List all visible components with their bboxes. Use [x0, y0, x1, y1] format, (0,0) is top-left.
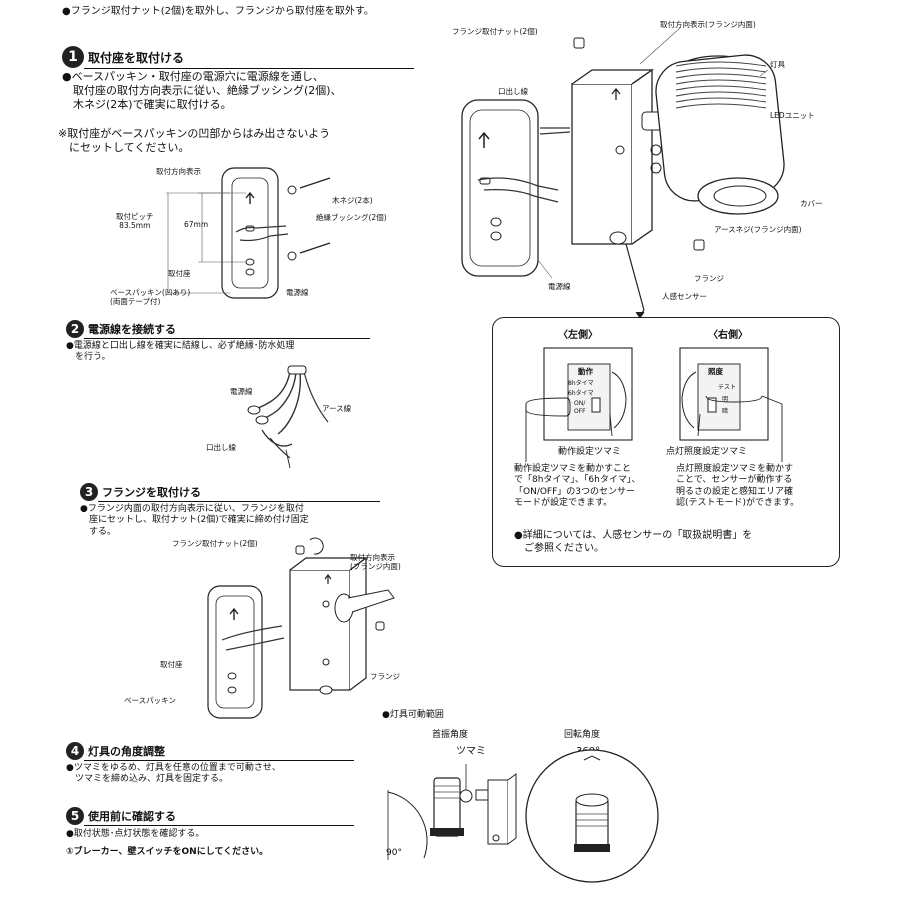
s3-label-flange: フランジ [370, 672, 400, 681]
callout-left-knob: 動作設定ツマミ [558, 447, 622, 457]
step3-title: フランジを取付ける [102, 486, 201, 499]
step5-title: 使用前に確認する [88, 810, 176, 823]
top-label-earth-screw: アースネジ(フランジ内面) [714, 225, 802, 234]
top-label-fixture: 灯具 [770, 60, 785, 69]
s1-label-dim: 67mm [184, 220, 209, 229]
callout-left-title: 〈左側〉 [558, 330, 598, 341]
callout-right-title: 〈右側〉 [708, 330, 748, 341]
step1-body: ●ベースパッキン・取付座の電源穴に電源線を通し、 取付座の取付方向表示に従い、絶… [62, 70, 342, 111]
callout-detail: ●詳細については、人感センサーの「取扱説明書」を ご参照ください。 [514, 530, 753, 554]
top-label-nut: フランジ取付ナット(2個) [452, 27, 538, 36]
top-label-led: LEDユニット [770, 111, 815, 120]
callout-right-panel-l1: テスト [718, 384, 737, 391]
step4-underline [84, 760, 354, 761]
s2-label-earth: アース線 [322, 404, 352, 413]
top-label-cover: カバー [800, 199, 823, 208]
step3-body: ●フランジ内面の取付方向表示に従い、フランジを取付 座にセットし、取付ナット(2… [80, 504, 309, 537]
step1-header: 1 取付座を取付ける [62, 46, 184, 68]
s1-label-cable: 電源線 [286, 288, 309, 297]
step4-title: 灯具の角度調整 [88, 745, 165, 758]
callout-left-panel-l3: ON/ OFF [574, 400, 586, 415]
top-label-flange: フランジ [694, 274, 724, 283]
callout-left-desc: 動作設定ツマミを動かすこと で「8hタイマ」、「6hタイマ」、 「ON/OFF」… [514, 464, 641, 508]
top-label-lead: 口出し線 [498, 87, 528, 96]
s1-label-packing: ベースパッキン(凹あり) (両面テープ付) [110, 288, 191, 307]
step5-body: ●取付状態･点灯状態を確認する。 [66, 829, 205, 839]
callout-left-panel-l2: 6hタイマ [568, 390, 594, 397]
step1-title: 取付座を取付ける [88, 50, 185, 65]
step2-title: 電源線を接続する [88, 323, 176, 336]
step2-body: ●電源線と口出し線を確実に結線し、必ず絶縁･防水処理 を行う。 [66, 341, 295, 363]
step4-number: 4 [66, 742, 84, 760]
step4-body: ●ツマミをゆるめ、灯具を任意の位置まで可動させ、 ツマミを締め込み、灯具を固定す… [66, 763, 281, 785]
callout-right-panel-head: 照度 [708, 367, 723, 376]
s2-label-cable: 電源線 [230, 387, 253, 396]
movable-tilt-angle: 90° [386, 848, 402, 858]
s1-label-bushing: 絶縁ブッシング(2個) [316, 213, 387, 222]
s3-label-nut: フランジ取付ナット(2個) [172, 539, 258, 548]
movable-title: ●灯具可動範囲 [382, 710, 444, 720]
step1-number: 1 [62, 46, 84, 68]
intro-text: ●フランジ取付ナット(2個)を取外し、フランジから取付座を取外す。 [62, 6, 374, 17]
step5-header: 5 使用前に確認する [66, 807, 176, 825]
s2-label-lead: 口出し線 [206, 443, 236, 452]
callout-right-panel-l2: 明 [722, 396, 729, 403]
step4-header: 4 灯具の角度調整 [66, 742, 165, 760]
s3-label-direction: 取付方向表示 (フランジ内面) [350, 553, 401, 572]
s1-label-pitch: 取付ピッチ 83.5mm [116, 212, 154, 231]
callout-right-desc: 点灯照度設定ツマミを動かす ことで、センサーが動作する 明るさの設定と感知エリア… [676, 464, 800, 508]
top-label-cable: 電源線 [548, 282, 571, 291]
callout-right-panel-l3: 暗 [722, 408, 729, 415]
step5-number: 5 [66, 807, 84, 825]
s3-label-seat: 取付座 [160, 660, 183, 669]
s1-label-screw: 木ネジ(2本) [332, 196, 373, 205]
s3-label-packing: ベースパッキン [124, 696, 176, 705]
step3-number: 3 [80, 483, 98, 501]
movable-tilt-label: 首振角度 [432, 730, 469, 740]
top-label-sensor: 人感センサー [662, 292, 707, 301]
step5-body2: ①ブレーカー、壁スイッチをONにしてください。 [66, 847, 269, 857]
movable-knob-label: ツマミ [456, 746, 486, 757]
s1-label-seat: 取付座 [168, 269, 191, 278]
s1-label-direction: 取付方向表示 [156, 167, 201, 176]
callout-right-knob: 点灯照度設定ツマミ [666, 447, 748, 457]
step1-underline [84, 68, 414, 69]
step2-header: 2 電源線を接続する [66, 320, 176, 338]
step2-number: 2 [66, 320, 84, 338]
callout-left-panel-l1: 8hタイマ [568, 380, 594, 387]
step1-note: ※取付座がベースパッキンの凹部からはみ出さないよう にセットしてください。 [58, 127, 331, 154]
step3-header: 3 フランジを取付ける [80, 483, 201, 501]
callout-left-panel-head: 動作 [578, 367, 593, 376]
step2-underline [84, 338, 370, 339]
step5-underline [84, 825, 354, 826]
step3-underline [98, 501, 380, 502]
top-label-direction: 取付方向表示(フランジ内面) [660, 20, 756, 29]
movable-rotation-label: 回転角度 [564, 730, 601, 740]
